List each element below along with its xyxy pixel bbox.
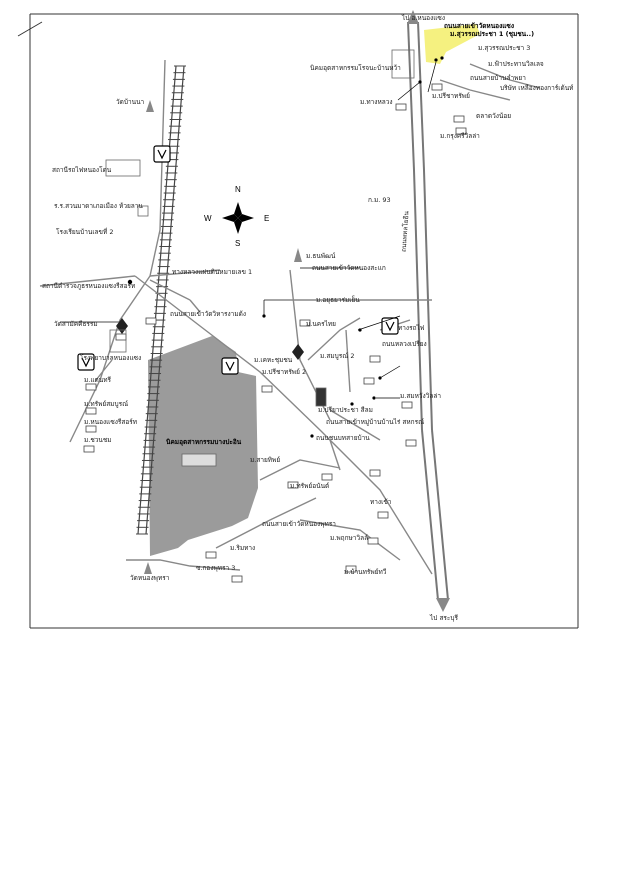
center-label: ม.อยุธยาร่มเย็น — [316, 295, 360, 304]
house-icon — [395, 103, 407, 111]
south-arrow-head — [436, 598, 450, 612]
temple-icons — [144, 100, 302, 574]
house-icon — [363, 377, 375, 385]
center-label: ถนนหลวงเปรียง — [382, 340, 427, 348]
house-icon — [85, 383, 97, 391]
center-label: ทางหลวงแผ่นดินหมายเลข 1 — [172, 268, 252, 276]
right-label: ม.ทางหลวง — [360, 98, 393, 106]
center-label: ม.นครไทย — [306, 320, 336, 328]
right-label: ถนนสายเข้าวัดหนองแซง — [444, 21, 514, 30]
right-label: ม.สุวรรณประชา 3 — [478, 44, 530, 52]
leader-lines — [263, 61, 437, 399]
house-icon — [287, 481, 299, 489]
center-label: ถนนสายเข้าวัดหนองพุทรา — [262, 520, 336, 528]
road-sign-icons — [77, 145, 399, 375]
center-label: ม.ปรีชาทรัพย์ 2 — [262, 368, 306, 376]
right-label: ม.กรุงศรีวิลล่า — [440, 132, 480, 140]
center-label: วัดหนองพุทรา — [130, 574, 170, 582]
house-icon — [85, 407, 97, 415]
center-label: ม.ทรัพย์อนันต์ — [290, 482, 329, 490]
left-label: วัดบ้านนา — [116, 98, 145, 106]
leader-dots — [127, 56, 444, 438]
left-label: ร.ร.สวนมาดาเภอเมือง ห้วยลาน — [54, 202, 143, 210]
house-icon — [369, 355, 381, 363]
house-icon — [85, 425, 97, 433]
highlight-label: ม.สุวรรณประชา 1 (ชุมชน..) — [450, 30, 534, 38]
compass-rose: N S W E — [204, 185, 269, 248]
center-label: ม.ปรียาประชา สีลม — [318, 406, 373, 414]
right-label: บริษัท เหลืองทองการ์เด้นท์ — [500, 84, 573, 92]
railway-sign-icon — [153, 145, 171, 163]
house-icon — [377, 511, 389, 519]
left-label: โรงเรียนบ้านเลขที่ 2 — [56, 227, 113, 236]
house-icon — [299, 319, 311, 327]
junction-sign-icon — [381, 317, 399, 335]
center-label: ม.เคหะชุมชน — [254, 356, 293, 364]
compass-w: W — [204, 214, 212, 223]
km-marker-label: ก.ม. 93 — [368, 196, 391, 204]
left-label: สถานีตำรวจภูธรหนองแซงรีสอร์ท — [42, 282, 135, 290]
house-icon — [231, 575, 243, 583]
center-label: ม.สมหวังวิลล่า — [400, 392, 441, 400]
house-icon — [431, 83, 443, 91]
house-icon — [145, 317, 157, 325]
building-clusters — [105, 49, 415, 467]
left-label: ม.ชวนชม — [84, 436, 112, 444]
center-label: ม.สมบูรณ์ 2 — [320, 352, 354, 360]
house-icon — [401, 401, 413, 409]
right-label: ม.ปรีชาทรัพย์ — [432, 92, 470, 100]
center-label: ม.สายทิพย์ — [250, 456, 280, 464]
right-label: ตลาดวังน้อย — [476, 112, 511, 120]
highlighted-destination — [424, 24, 480, 64]
house-icon — [261, 385, 273, 393]
map-labels: ไป อ.หนองแซง ไป สระบุรี ถนนพหลโยธิน ก.ม.… — [42, 14, 573, 622]
sign-label: ทางรถไฟ — [398, 324, 425, 332]
house-icon — [115, 333, 127, 341]
house-icon — [367, 537, 379, 545]
house-icon — [345, 565, 357, 573]
center-label: ซ.กองพุทรา 3 — [196, 564, 235, 572]
compass-n: N — [235, 185, 241, 194]
center-label: นิคมอุตสาหกรรมบางปะอิน — [166, 438, 242, 446]
center-label: ม.พฤกษาวิลล์ — [330, 534, 368, 542]
sign-label: ทางเข้า — [370, 498, 392, 506]
center-label: ถนนสายเข้าวัดวิหารงามด้ง — [170, 310, 246, 318]
right-label: ม.ฟ้าประทานวิลเลจ — [488, 60, 544, 68]
left-label: ม.แดนทรี — [84, 376, 111, 384]
house-icon — [453, 115, 465, 123]
temple-icon — [146, 100, 154, 112]
place-icons — [83, 83, 467, 583]
industrial-estate-area — [148, 336, 258, 556]
left-label: วัดสามัคคีธรรม — [54, 320, 98, 328]
center-label: ม.ริมทาง — [230, 544, 255, 552]
left-label: ม.หนองแซงรีสอร์ท — [84, 418, 137, 426]
highway-label: ถนนพหลโยธิน — [400, 210, 411, 252]
crossing-sign-icon — [221, 357, 239, 375]
right-label: นิคมอุตสาหกรรมโรจนะบ้านหว้า — [310, 64, 401, 72]
house-icon — [455, 127, 467, 135]
compass-s: S — [235, 239, 240, 248]
left-label: โรงพยาบาลหนองแซง — [80, 354, 141, 362]
compass-e: E — [264, 214, 269, 223]
temple-icon — [144, 562, 152, 574]
house-icon — [405, 439, 417, 447]
center-label: ม.บ้านทรัพย์ทวี — [344, 568, 387, 576]
left-label: สถานีรถไฟหนองโดน — [52, 166, 112, 174]
house-icon — [321, 473, 333, 481]
house-icon — [369, 469, 381, 477]
house-icon — [83, 445, 95, 453]
right-label: ถนนสายบ้านลำพยา — [470, 74, 526, 82]
top-direction-label: ไป อ.หนองแซง — [401, 14, 445, 22]
left-label: ม.ทรัพย์สมบูรณ์ — [84, 400, 128, 408]
railway — [136, 65, 186, 535]
north-arrow-head — [407, 10, 419, 24]
temple-icon — [294, 248, 302, 262]
center-label: ถนนชนบทสายบ้าน — [316, 434, 370, 442]
bottom-direction-label: ไป สระบุรี — [429, 614, 459, 622]
center-label: ถนนสายเข้าหมู่บ้านบ้านไร่ สหกรณ์ — [326, 418, 424, 426]
house-icon — [205, 551, 217, 559]
center-label: ม.ธนพัฒน์ — [306, 252, 336, 260]
